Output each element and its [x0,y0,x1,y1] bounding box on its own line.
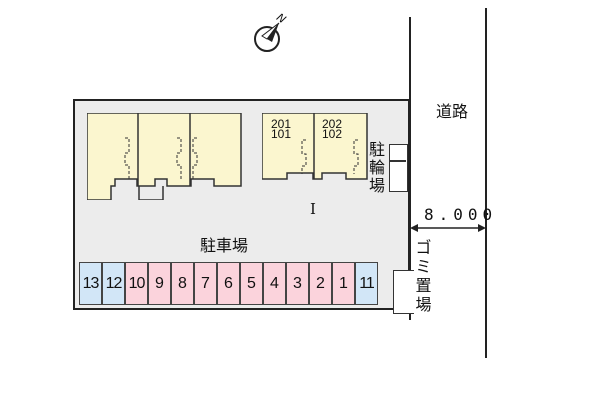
parking-space-13: 13 [79,262,102,305]
parking-space-11: 11 [355,262,378,305]
road-label: 道路 [436,102,469,121]
unit-201-label: 201 [271,117,292,131]
north-arrow: N [250,11,290,54]
garbage-area [393,270,414,314]
marker-i: I [310,200,316,218]
bicycle-parking-label: 駐輪場 [369,140,386,195]
building-right [261,112,368,188]
parking-space-8: 8 [171,262,194,305]
road-far-edge-line [485,8,487,358]
unit-101-label: 101 [271,127,292,141]
road-width-label: 8.000 [424,205,498,224]
parking-space-7: 7 [194,262,217,305]
north-arrow-icon [254,22,280,52]
bicycle-parking-divider [389,160,406,162]
parking-space-4: 4 [263,262,286,305]
bicycle-parking-area [389,144,408,192]
parking-space-5: 5 [240,262,263,305]
garbage-area-label: ゴミ置場 [415,238,432,314]
parking-space-3: 3 [286,262,309,305]
road-width-dimension-arrow [410,224,486,232]
road-edge-line [409,17,411,320]
parking-label: 駐車場 [200,236,249,255]
parking-space-9: 9 [148,262,171,305]
parking-space-1: 1 [332,262,355,305]
unit-202-label: 202 [322,117,343,131]
parking-space-2: 2 [309,262,332,305]
parking-space-12: 12 [102,262,125,305]
parking-space-6: 6 [217,262,240,305]
building-left [86,112,242,201]
parking-space-10: 10 [125,262,148,305]
unit-102-label: 102 [322,127,343,141]
